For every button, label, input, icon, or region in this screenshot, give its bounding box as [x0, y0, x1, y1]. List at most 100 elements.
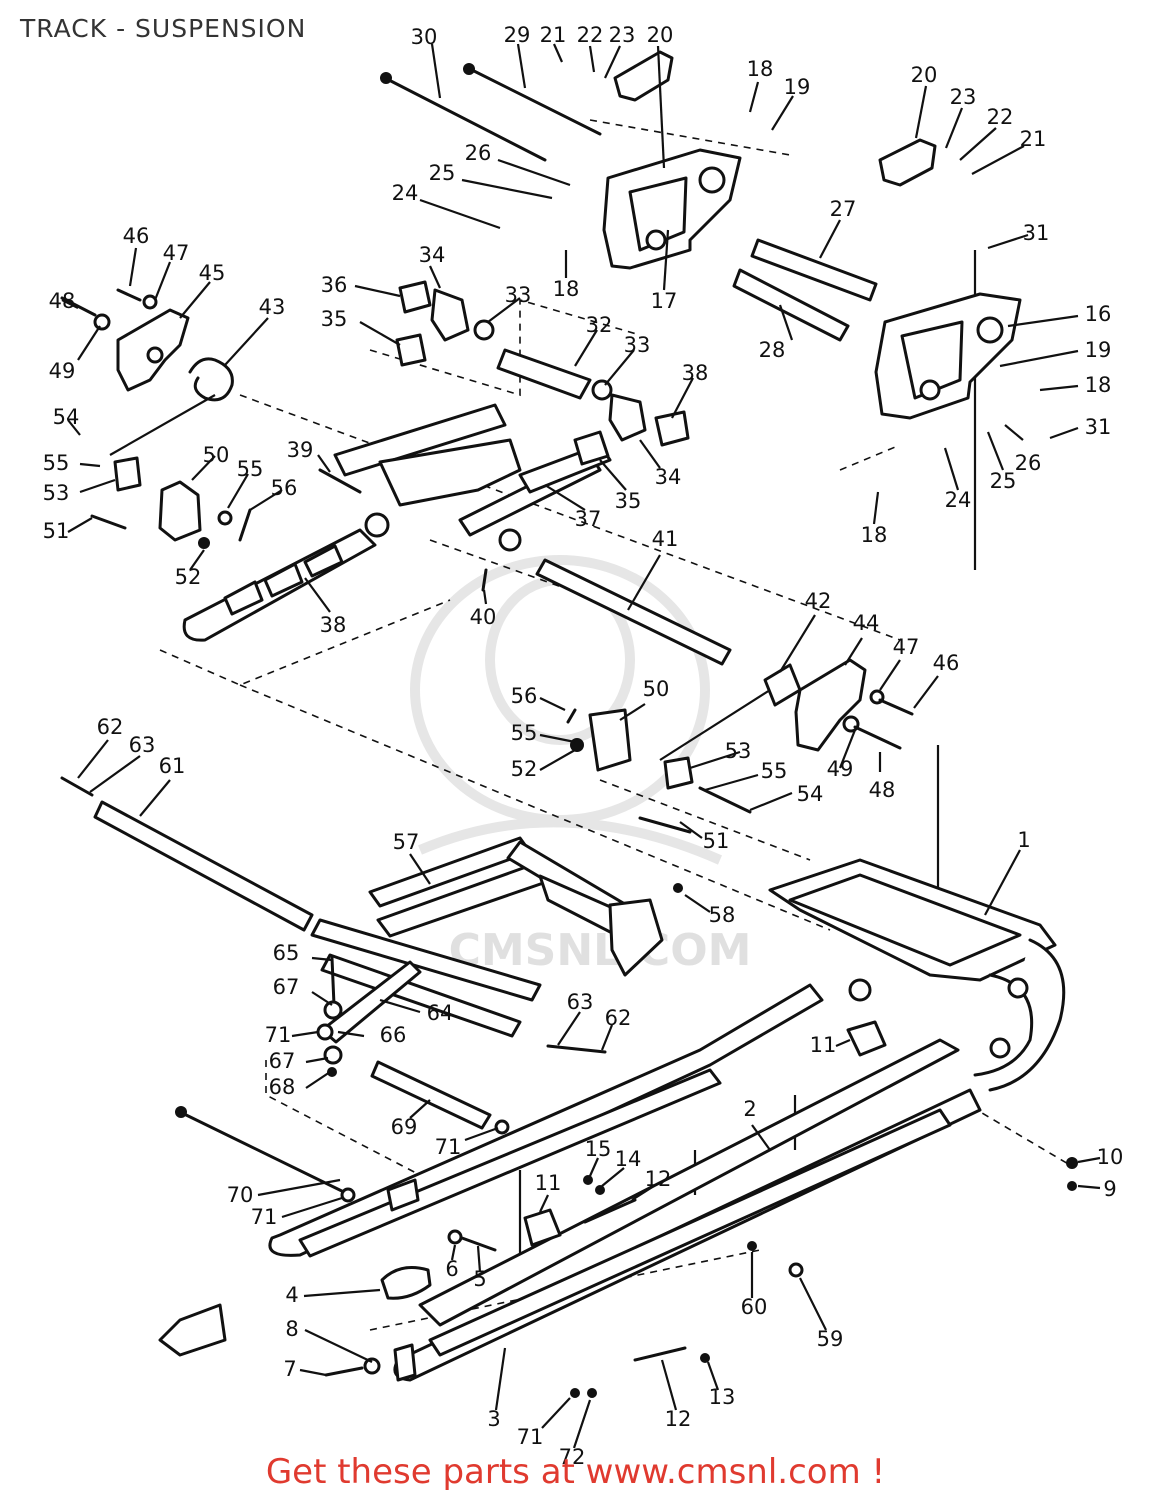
callout-52: 52: [175, 565, 202, 589]
stopper-group-center: [566, 708, 752, 834]
callout-14: 14: [615, 1147, 642, 1171]
callout-40: 40: [470, 605, 497, 629]
callout-41: 41: [652, 527, 679, 551]
torsion-spring-43: [109, 357, 234, 456]
callout-43: 43: [259, 295, 286, 319]
callout-46: 46: [123, 224, 150, 248]
callout-21: 21: [540, 23, 567, 47]
callout-44: 44: [853, 611, 880, 635]
callout-22: 22: [577, 23, 604, 47]
cap-20-left: [613, 50, 674, 102]
callout-31: 31: [1023, 221, 1050, 245]
watermark-text: CMSNL.COM: [449, 925, 752, 976]
right-arm-bracket: [659, 658, 914, 761]
callout-35: 35: [615, 489, 642, 513]
callout-65: 65: [273, 941, 300, 965]
callout-28: 28: [759, 338, 786, 362]
callout-6: 6: [445, 1257, 458, 1281]
callout-11: 11: [810, 1033, 837, 1057]
shaft-41: [535, 558, 732, 666]
callout-71: 71: [517, 1425, 544, 1449]
callout-64: 64: [427, 1001, 454, 1025]
callout-33: 33: [624, 333, 651, 357]
callout-53: 53: [725, 739, 752, 763]
callout-61: 61: [159, 754, 186, 778]
bushing-group-upper: [395, 280, 690, 447]
callout-52: 52: [511, 757, 538, 781]
rail-hardware: [324, 1119, 1078, 1398]
callout-34: 34: [419, 243, 446, 267]
callout-69: 69: [391, 1115, 418, 1139]
shock-absorber-38: [182, 468, 390, 642]
callout-16: 16: [1085, 302, 1112, 326]
callout-49: 49: [49, 359, 76, 383]
long-bolt-70: [175, 1106, 352, 1197]
front-direction-marker: [158, 1303, 227, 1357]
callout-23: 23: [950, 85, 977, 109]
callout-56: 56: [511, 684, 538, 708]
callout-12: 12: [645, 1167, 672, 1191]
block-4: [380, 1266, 432, 1300]
callout-numbers: 30 29 21 22 23 20 18 19 20 23 22 21 26 2…: [43, 23, 1124, 1469]
callout-47: 47: [893, 635, 920, 659]
callout-38: 38: [320, 613, 347, 637]
stopper-group-left: [90, 456, 252, 549]
callout-67: 67: [273, 975, 300, 999]
callout-59: 59: [817, 1327, 844, 1351]
callout-33: 33: [505, 283, 532, 307]
callout-26: 26: [1015, 451, 1042, 475]
callout-63: 63: [129, 733, 156, 757]
callout-9: 9: [1103, 1177, 1116, 1201]
callout-31: 31: [1085, 415, 1112, 439]
callout-18: 18: [1085, 373, 1112, 397]
callout-26: 26: [465, 141, 492, 165]
callout-21: 21: [1020, 127, 1047, 151]
promo-link-text[interactable]: Get these parts at www.cmsnl.com !: [265, 1452, 886, 1492]
page-title: TRACK - SUSPENSION: [20, 14, 307, 43]
callout-12: 12: [665, 1407, 692, 1431]
pin-40: [481, 568, 488, 592]
callout-35: 35: [321, 307, 348, 331]
callout-22: 22: [987, 105, 1014, 129]
left-arm-bracket-45: [116, 308, 190, 392]
slide-rail-upper: [268, 983, 824, 1258]
callout-32: 32: [586, 313, 613, 337]
hardware-46-49: [60, 288, 158, 331]
callout-72: 72: [559, 1445, 586, 1469]
callout-13: 13: [709, 1385, 736, 1409]
pivot-bracket-left: [602, 148, 742, 270]
center-frame-57: [310, 836, 683, 1038]
callout-8: 8: [285, 1317, 298, 1341]
leader-lines: [61, 43, 1101, 1449]
callout-24: 24: [392, 181, 419, 205]
slide-rail-lower: [393, 1038, 982, 1382]
callout-46: 46: [933, 651, 960, 675]
callout-39: 39: [287, 438, 314, 462]
callout-50: 50: [643, 677, 670, 701]
callout-51: 51: [43, 519, 70, 543]
callout-55: 55: [237, 457, 264, 481]
callout-1: 1: [1017, 828, 1030, 852]
callout-66: 66: [380, 1023, 407, 1047]
callout-51: 51: [703, 829, 730, 853]
callout-34: 34: [655, 465, 682, 489]
callout-67: 67: [269, 1049, 296, 1073]
callout-47: 47: [163, 241, 190, 265]
callout-54: 54: [797, 782, 824, 806]
callout-20: 20: [647, 23, 674, 47]
suspension-arm-assembly: [333, 348, 612, 552]
callout-62: 62: [97, 715, 124, 739]
long-bolt-30: [380, 72, 547, 162]
callout-55: 55: [43, 451, 70, 475]
cross-shaft-27: [750, 238, 878, 302]
callout-15: 15: [585, 1137, 612, 1161]
long-bolt-29: [463, 63, 602, 136]
callout-7: 7: [283, 1357, 296, 1381]
callout-42: 42: [805, 589, 832, 613]
callout-53: 53: [43, 481, 70, 505]
callout-10: 10: [1097, 1145, 1124, 1169]
callout-50: 50: [203, 443, 230, 467]
callout-17: 17: [651, 289, 678, 313]
callout-55: 55: [511, 721, 538, 745]
callout-68: 68: [269, 1075, 296, 1099]
